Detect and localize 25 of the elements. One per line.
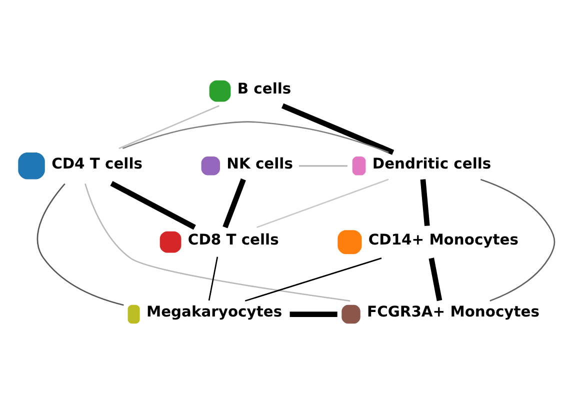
- connector: [480, 178, 556, 302]
- connector: [110, 181, 196, 230]
- node-label: CD4 T cells: [52, 155, 142, 172]
- connector: [222, 178, 246, 228]
- connector: [290, 312, 338, 317]
- node-label: Dendritic cells: [372, 155, 492, 172]
- node-label: CD8 T cells: [188, 232, 279, 249]
- node-box: [128, 304, 140, 324]
- connector: [281, 103, 394, 155]
- connector: [420, 179, 430, 226]
- connector: [36, 183, 124, 306]
- node-label: B cells: [237, 80, 292, 98]
- connector: [244, 258, 382, 302]
- connector: [428, 258, 442, 302]
- node-label: Megakaryocytes: [146, 304, 282, 321]
- connector: [118, 105, 220, 150]
- connector: [256, 178, 389, 228]
- node-label: FCGR3A+ Monocytes: [367, 304, 540, 321]
- connector: [298, 165, 348, 167]
- node-label: CD14+ Monocytes: [368, 232, 518, 249]
- connector: [208, 256, 218, 301]
- connector: [84, 183, 350, 302]
- connector: [122, 121, 389, 153]
- node-box: [352, 156, 366, 176]
- node-label: NK cells: [226, 155, 293, 172]
